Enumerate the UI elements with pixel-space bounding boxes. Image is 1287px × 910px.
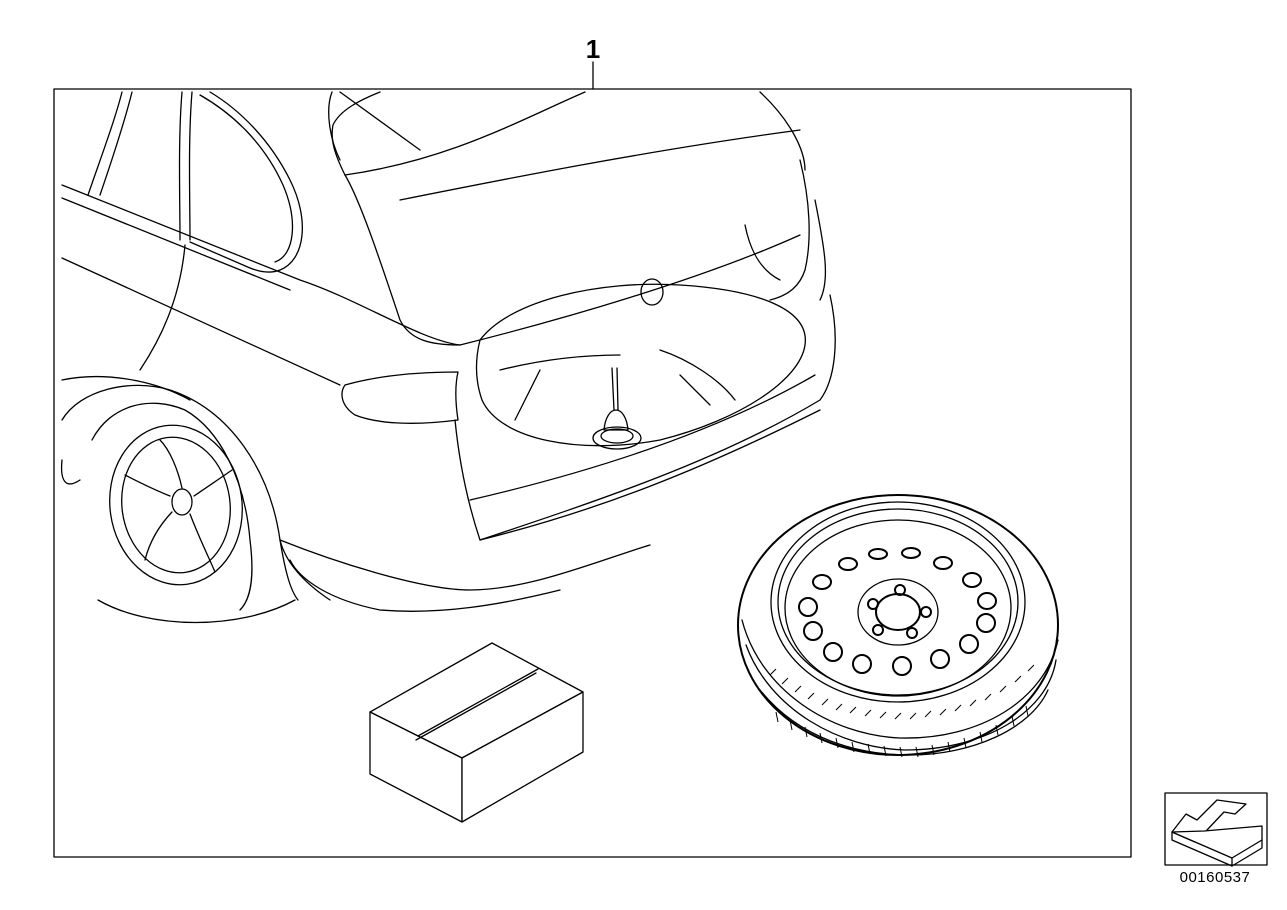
vehicle-rear-view-icon bbox=[60, 91, 836, 624]
arrow-orientation-icon bbox=[1164, 792, 1268, 867]
document-id: 00160537 bbox=[1179, 869, 1251, 886]
parts-box-icon bbox=[369, 642, 584, 823]
callout-label-1[interactable]: 1 bbox=[585, 34, 601, 64]
spare-wheel-icon bbox=[737, 494, 1059, 758]
